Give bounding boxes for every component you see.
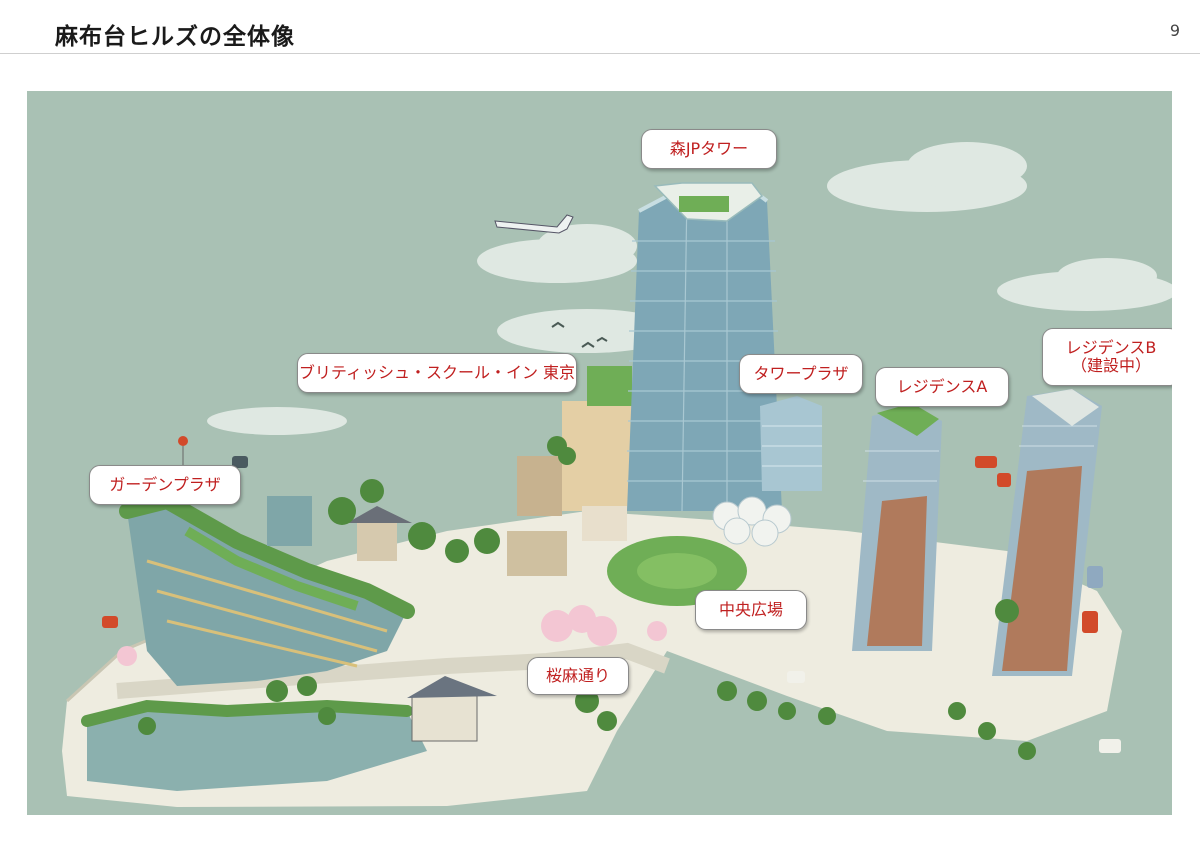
header-divider: [0, 53, 1200, 54]
label-british-school: ブリティッシュ・スクール・イン 東京: [297, 353, 577, 393]
label-garden-plaza: ガーデンプラザ: [89, 465, 241, 505]
clouds: [207, 142, 1172, 435]
label-sakura-asa-street: 桜麻通り: [527, 657, 629, 695]
birds-icon: [551, 321, 608, 348]
label-central-plaza: 中央広場: [695, 590, 807, 630]
vehicles: [102, 456, 1121, 753]
balloons-icon: [178, 436, 188, 466]
label-tower-plaza: タワープラザ: [739, 354, 863, 394]
district-illustration-map: 森JPタワー ブリティッシュ・スクール・イン 東京 タワープラザ レジデンスA …: [27, 91, 1172, 815]
page-title: 麻布台ヒルズの全体像: [55, 24, 295, 50]
airplane-icon: [494, 214, 574, 234]
label-residence-a: レジデンスA: [875, 367, 1009, 407]
map-illustration: [27, 91, 1172, 815]
tower-plaza-building: [712, 396, 822, 547]
label-mori-jp-tower: 森JPタワー: [641, 129, 777, 169]
residence-b-building: [992, 389, 1102, 676]
label-residence-b: レジデンスB （建設中）: [1042, 328, 1172, 386]
page-number: 9: [1169, 21, 1180, 40]
mori-jp-tower-building: [627, 182, 782, 512]
sakura-trees: [117, 605, 667, 666]
residence-a-building: [852, 403, 942, 651]
lower-terraces: [81, 676, 497, 791]
trees: [138, 436, 1036, 760]
